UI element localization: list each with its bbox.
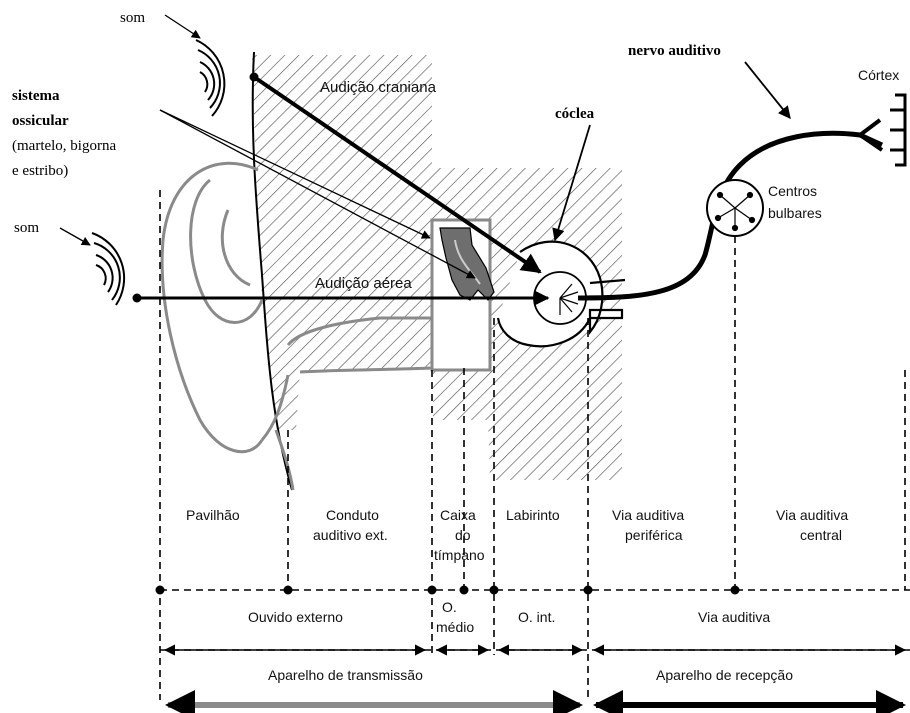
label-ossicles-1: (martelo, bigorna xyxy=(12,138,116,154)
label-centros: Centros xyxy=(768,183,817,199)
label-ossicles-2: e estribo) xyxy=(12,163,68,179)
group-ouvido-externo: Ouvido externo xyxy=(248,609,343,625)
pointer-som-left xyxy=(60,228,90,245)
section-conduto-2: auditivo ext. xyxy=(313,527,388,543)
cortex-bracket xyxy=(890,95,905,165)
apparatus-recepcao: Aparelho de recepção xyxy=(656,667,793,683)
brainstem-nuclei xyxy=(707,180,763,236)
section-via-perif-2: periférica xyxy=(625,527,683,543)
section-caixa-3: tímpano xyxy=(434,547,485,563)
label-som-left: som xyxy=(14,220,39,236)
section-conduto-1: Conduto xyxy=(326,507,379,523)
label-sistema: sistema xyxy=(12,88,60,104)
middle-ear xyxy=(432,220,494,370)
group-o-medio-1: O. xyxy=(442,599,457,615)
label-coclea: cóclea xyxy=(555,106,595,122)
label-bulbares: bulbares xyxy=(768,205,822,221)
section-pavilhao: Pavilhão xyxy=(186,507,240,523)
label-nervo-auditivo: nervo auditivo xyxy=(628,43,721,59)
pointer-nervo xyxy=(745,62,790,118)
label-som-top: som xyxy=(120,10,145,26)
apparatus-transmissao: Aparelho de transmissão xyxy=(268,667,423,683)
group-o-medio-2: médio xyxy=(436,619,474,635)
section-caixa-2: do xyxy=(455,527,471,543)
section-labirinto: Labirinto xyxy=(506,507,560,523)
junction-dots xyxy=(156,586,740,595)
label-audicao-craniana: Audição craniana xyxy=(320,79,437,96)
label-audicao-aerea: Audição aérea xyxy=(315,275,412,292)
section-via-perif-1: Via auditiva xyxy=(612,507,684,523)
pointer-som-top xyxy=(165,15,200,38)
sound-waves-top xyxy=(196,40,224,116)
group-o-int: O. int. xyxy=(518,609,555,625)
section-caixa-1: Caixa xyxy=(440,507,476,523)
label-cortex: Córtex xyxy=(858,67,899,83)
label-ossicular: ossicular xyxy=(12,113,69,129)
section-via-central-1: Via auditiva xyxy=(776,507,848,523)
group-via-auditiva: Via auditiva xyxy=(698,609,770,625)
sound-waves-left xyxy=(92,233,124,305)
section-via-central-2: central xyxy=(800,527,842,543)
